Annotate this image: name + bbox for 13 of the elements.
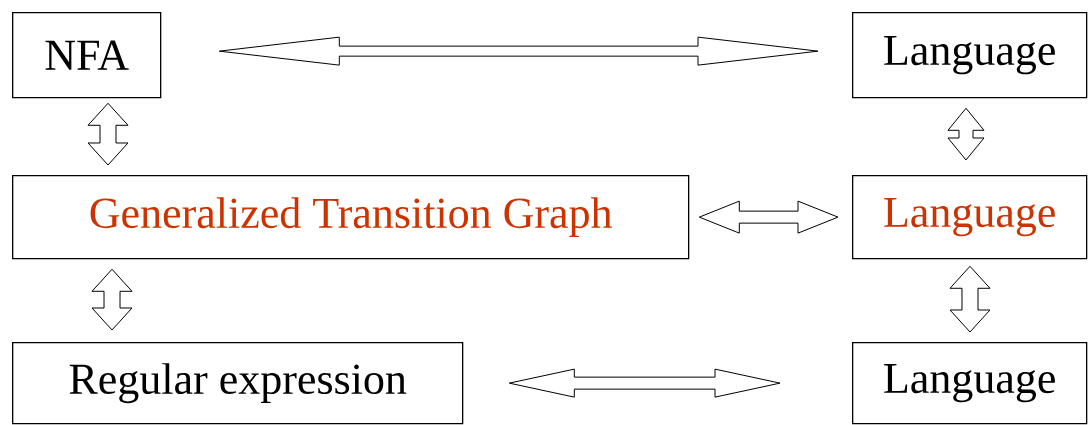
- double-arrow: [91, 268, 133, 331]
- text-box: Regular expression: [12, 342, 464, 425]
- text-box: Language: [852, 12, 1088, 99]
- double-arrow: [949, 265, 991, 333]
- double-arrow: [87, 102, 129, 166]
- text-box: Language: [852, 175, 1088, 260]
- double-arrow: [508, 368, 781, 398]
- double-arrow: [218, 36, 819, 66]
- text-box: Generalized Transition Graph: [12, 175, 690, 260]
- double-arrow: [947, 107, 985, 161]
- text-box: Language: [852, 342, 1088, 425]
- double-arrow: [698, 200, 839, 234]
- text-box: NFA: [12, 12, 162, 99]
